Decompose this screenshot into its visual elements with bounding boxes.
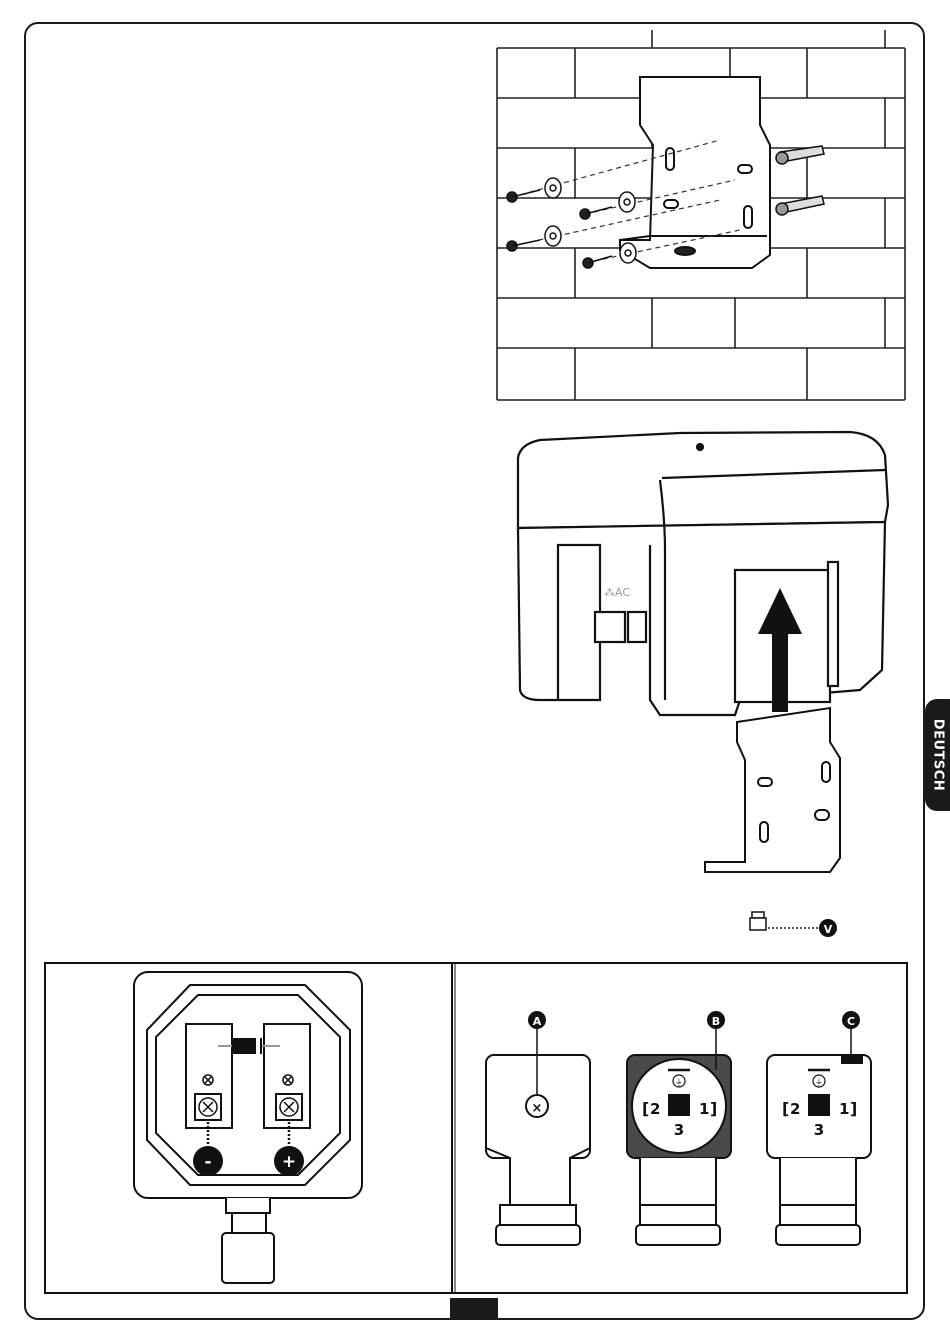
svg-text:⏚: ⏚ [815,1078,823,1087]
wall-bracket-drawing [705,708,840,872]
svg-text:1: 1 [839,1100,849,1118]
svg-text:×: × [532,1101,543,1116]
svg-text:1: 1 [699,1100,709,1118]
svg-text:]: ] [710,1099,717,1118]
svg-text:A: A [533,1015,542,1028]
svg-text:[: [ [782,1099,789,1118]
callout-v: V [819,919,837,937]
bolt-icon [750,912,766,930]
svg-text:⏚: ⏚ [675,1078,683,1087]
svg-text:V: V [824,923,833,936]
svg-text:2: 2 [650,1100,660,1118]
svg-text:C: C [847,1015,855,1028]
callout-c: C [842,1011,860,1029]
terminal-plus: + [274,1146,304,1176]
callout-b: B [707,1011,725,1029]
svg-text:⁂AC: ⁂AC [604,586,630,599]
svg-text:3: 3 [674,1121,684,1139]
connector-a [486,1055,590,1245]
motor-housing-drawing [518,432,888,715]
svg-text:+: + [282,1152,296,1172]
svg-text:B: B [712,1015,720,1028]
svg-text:3: 3 [814,1121,824,1139]
terminal-box [134,972,362,1283]
terminal-minus: - [193,1146,223,1176]
svg-text:2: 2 [790,1100,800,1118]
callout-a: A [528,1011,546,1029]
svg-text:[: [ [642,1099,649,1118]
svg-text:-: - [204,1152,211,1172]
svg-text:]: ] [850,1099,857,1118]
